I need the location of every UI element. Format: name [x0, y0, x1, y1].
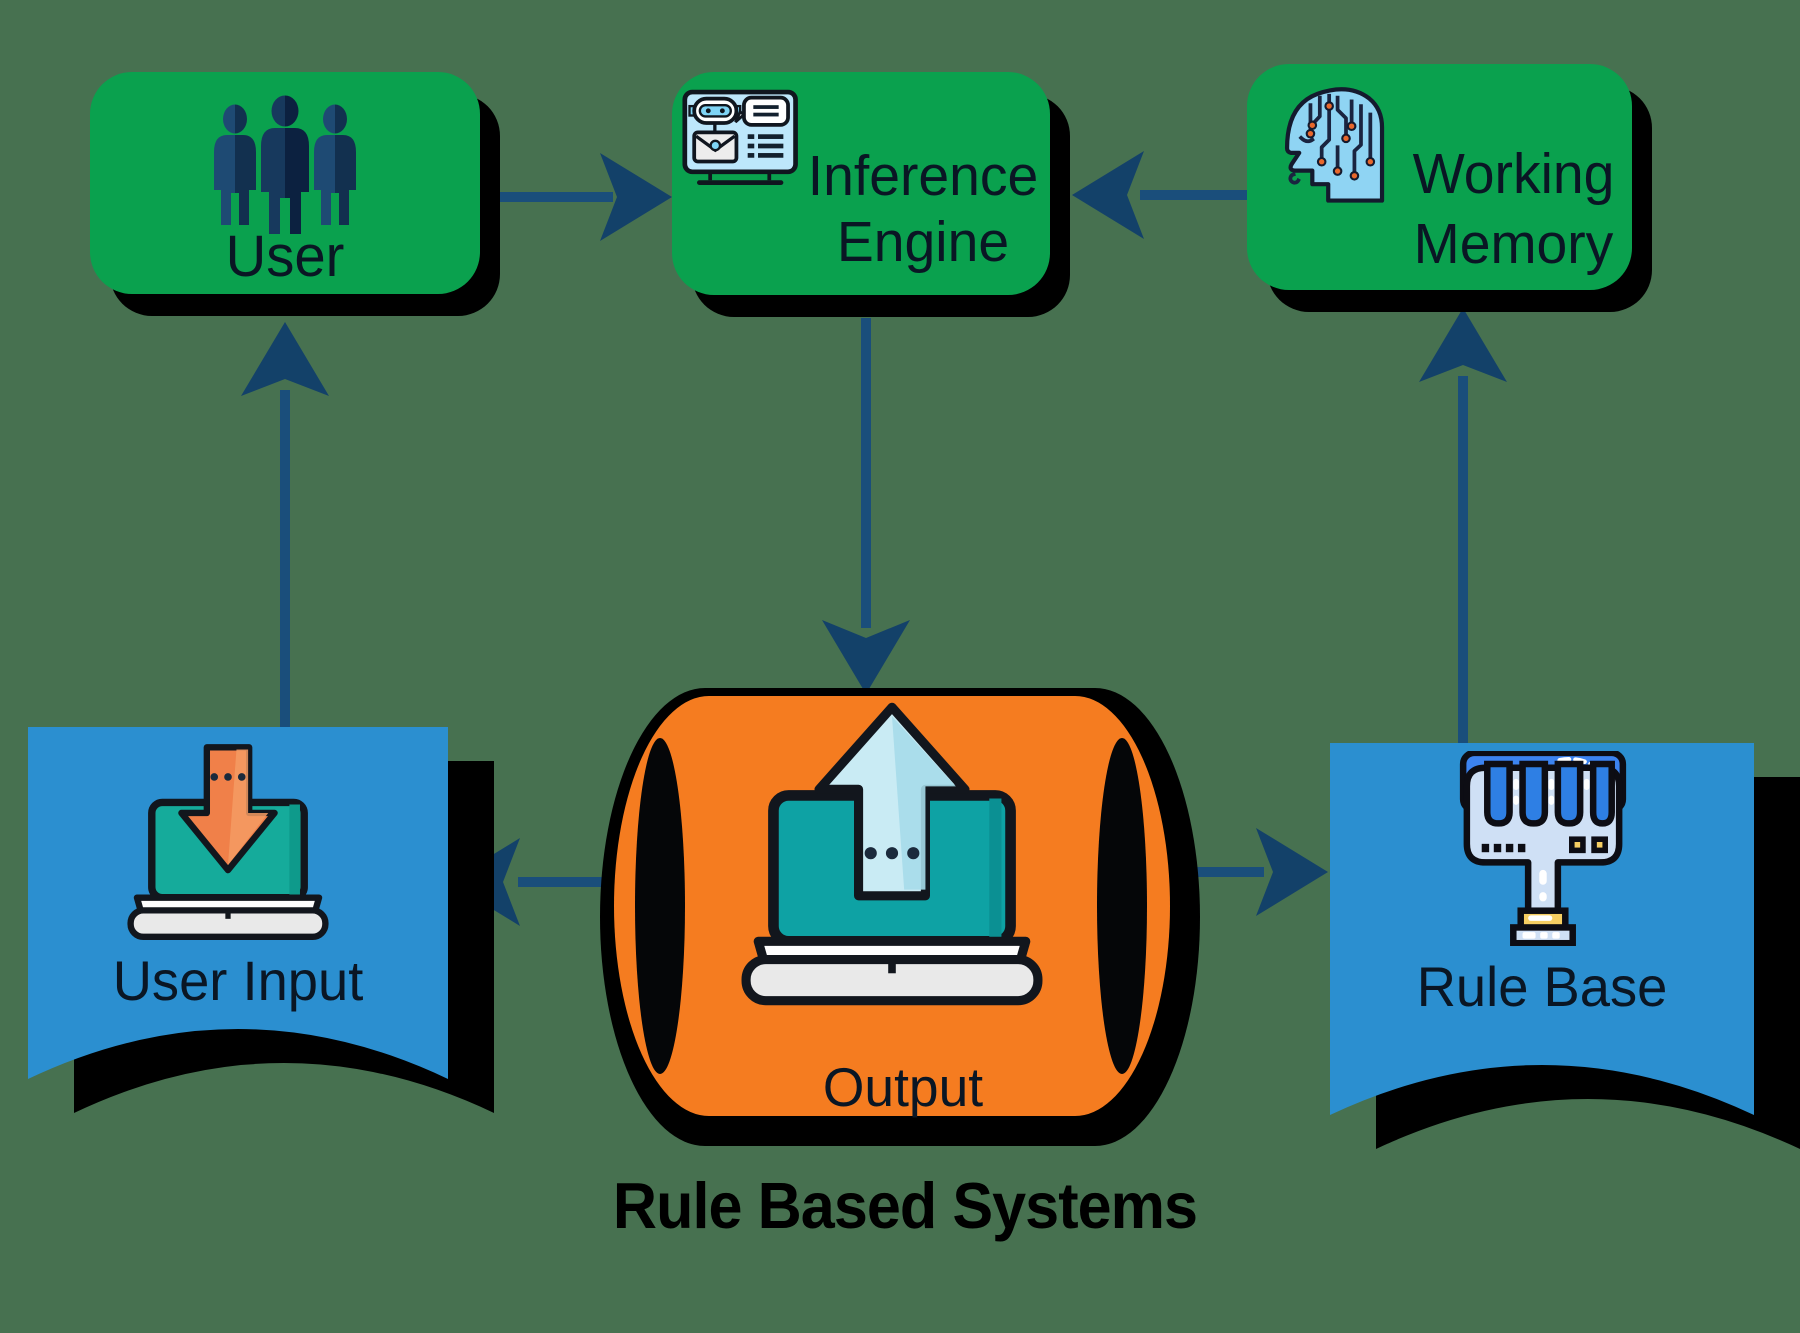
node-output-label: Output	[822, 1056, 984, 1118]
node-user-label: User	[225, 224, 345, 289]
node-working-memory-label: Working Memory	[1399, 140, 1629, 279]
ai-head-circuit-icon	[1284, 87, 1385, 203]
laptop-download-icon	[127, 744, 329, 941]
arrow-output-to-user-input	[448, 838, 616, 926]
chatbot-monitor-icon	[682, 89, 798, 185]
arrow-output-to-rule-base	[1150, 828, 1328, 916]
node-rule-base: Rule Base	[1330, 743, 1754, 1125]
diagram-title: Rule Based Systems	[612, 1169, 1198, 1242]
arrow-user-to-inference-engine	[497, 153, 672, 241]
node-rule-base-label: Rule Base	[1416, 955, 1668, 1018]
node-user-input: User Input	[28, 727, 448, 1089]
arrow-working-memory-to-inference-engine	[1072, 151, 1248, 239]
node-user-input-label: User Input	[112, 949, 364, 1012]
laptop-upload-icon	[741, 702, 1043, 1006]
arrow-inference-engine-to-output	[822, 318, 910, 694]
label-line-2: Engine	[836, 209, 1010, 274]
people-icon	[214, 95, 356, 234]
label-line-2: Memory	[1413, 211, 1614, 276]
circuit-comb-icon	[1459, 751, 1627, 946]
node-inference-engine: Inference Engine	[672, 72, 1050, 295]
arrow-user-input-to-user	[241, 322, 329, 729]
arrow-rule-base-to-working-memory	[1419, 308, 1507, 744]
node-inference-engine-label: Inference Engine	[804, 144, 1043, 275]
label-line-1: Working	[1412, 142, 1615, 206]
node-output: Output	[598, 680, 1208, 1158]
node-working-memory: Working Memory	[1247, 64, 1632, 290]
label-line-1: Inference	[807, 144, 1039, 208]
node-user: User	[90, 72, 480, 294]
